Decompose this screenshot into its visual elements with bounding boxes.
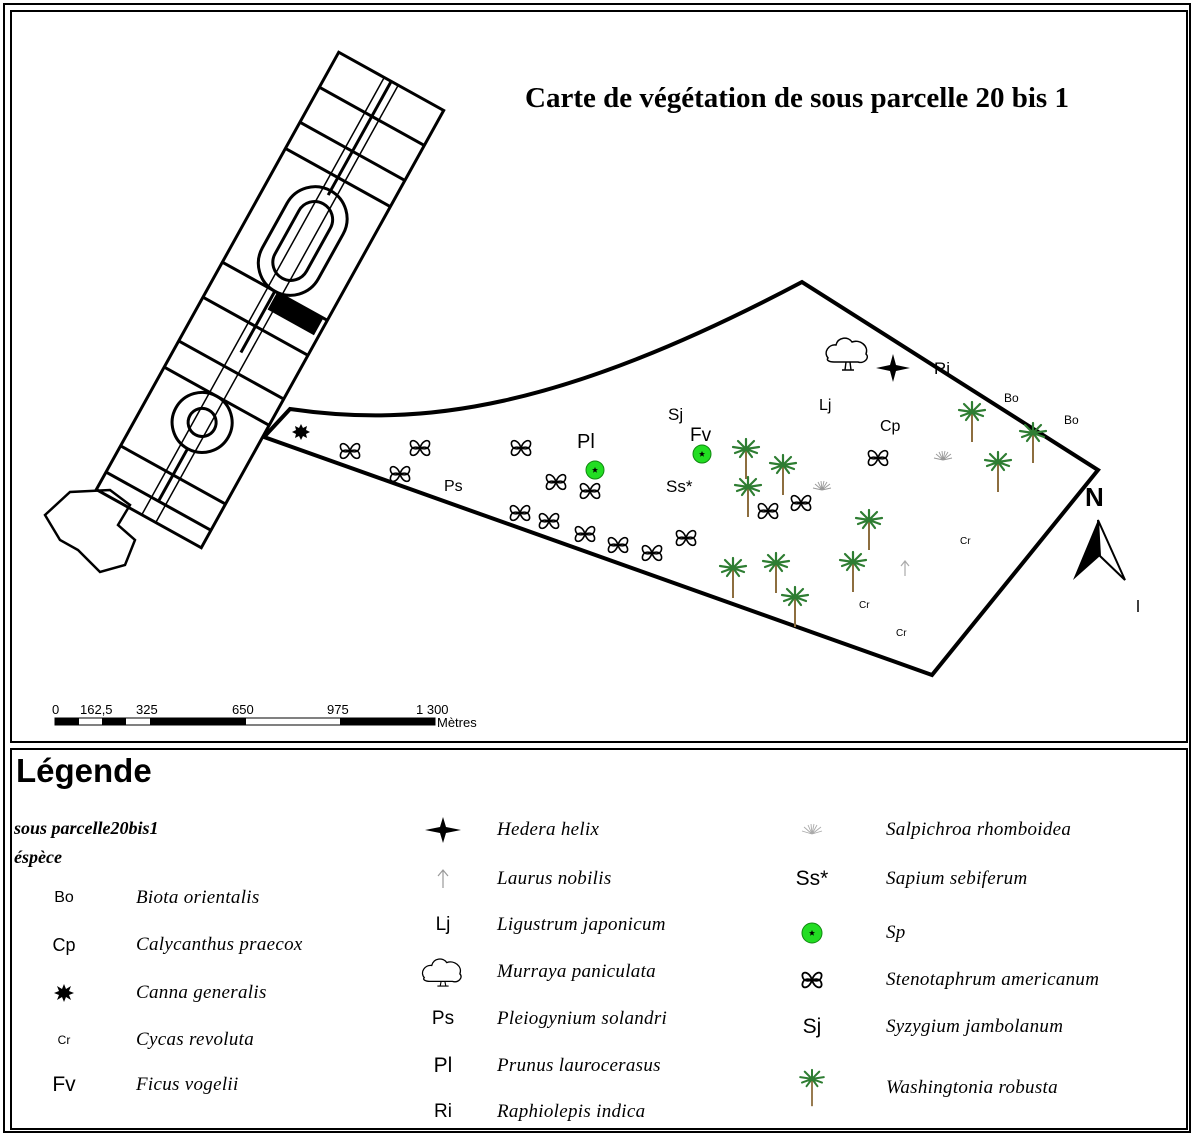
label-lj: Lj	[819, 397, 831, 414]
map-frame	[10, 10, 1188, 743]
scale-tick: 162,5	[80, 702, 113, 717]
garden-entrance	[43, 488, 137, 574]
legend-title: Légende	[16, 752, 152, 789]
scale-tick: 975	[327, 702, 349, 717]
legend-species-name: Salpichroa rhomboidea	[886, 819, 1072, 840]
scale-unit: Mètres	[437, 715, 477, 730]
legend-code: Ri	[434, 1101, 452, 1122]
star-burst-icon	[34, 978, 94, 1008]
legend-frame	[10, 748, 1188, 1130]
parcel-outline	[260, 279, 1101, 678]
legend-code: Fv	[52, 1073, 76, 1096]
legend-code: Sj	[802, 1015, 822, 1038]
legend-species-name: Ficus vogelii	[136, 1074, 239, 1095]
map-title: Carte de végétation de sous parcelle 20 …	[525, 82, 1069, 114]
legend-code: Cr	[57, 1033, 71, 1047]
green-dot-icon	[585, 460, 605, 480]
legend-species-name: Cycas revoluta	[136, 1029, 254, 1050]
legend-species-name: Ligustrum japonicum	[497, 914, 666, 935]
label-ri: Ri	[934, 359, 950, 378]
north-label: N	[1085, 482, 1104, 512]
tree-outline-icon	[825, 337, 869, 371]
legend-code: Bo	[54, 889, 74, 906]
legend-species-name: Calycanthus praecox	[136, 934, 303, 955]
legend-code: Ps	[431, 1008, 455, 1029]
legend-species-name: Murraya paniculata	[497, 961, 656, 982]
legend-layer-name: sous parcelle20bis1	[14, 818, 159, 838]
label-bo: Bo	[1064, 413, 1079, 427]
legend-field-name: éspèce	[14, 847, 62, 867]
roundabout	[170, 390, 234, 454]
four-point-star-icon	[413, 815, 473, 845]
label-ss: Ss*	[666, 477, 693, 496]
scale-tick: 1 300	[416, 702, 449, 717]
scale-tick: 325	[136, 702, 158, 717]
label-cp: Cp	[880, 418, 901, 435]
vegetation-map: N	[43, 50, 1139, 730]
grass-tuft-icon	[782, 815, 842, 845]
legend-species-name: Hedera helix	[497, 819, 600, 840]
thin-arrow-icon	[413, 864, 473, 894]
legend-species-name: Washingtonia robusta	[886, 1077, 1058, 1098]
legend-species-name: Canna generalis	[136, 982, 267, 1003]
legend-species-name: Laurus nobilis	[497, 868, 612, 889]
north-arrow-icon	[1073, 519, 1139, 612]
butterfly-icon	[782, 965, 842, 995]
legend-species-name: Sp	[886, 922, 906, 943]
label-sj: Sj	[668, 405, 683, 424]
legend-code: Lj	[435, 914, 451, 935]
four-point-star-icon	[876, 354, 910, 382]
legend-species-name: Syzygium jambolanum	[886, 1016, 1064, 1037]
label-cr: Cr	[896, 628, 907, 639]
garden-plan	[43, 50, 446, 574]
legend-code: Pl	[433, 1054, 453, 1077]
green-dot-icon	[782, 918, 842, 948]
label-pl: Pl	[577, 431, 595, 453]
legend-species-name: Raphiolepis indica	[497, 1101, 646, 1122]
legend-species-name: Sapium sebiferum	[886, 868, 1028, 889]
outer-frame	[3, 3, 1191, 1133]
legend-species-name: Biota orientalis	[136, 887, 260, 908]
oval-lawn	[256, 185, 349, 297]
thin-arrow-icon	[900, 560, 910, 576]
palm-tree-icon	[782, 1068, 842, 1107]
green-dot-icon	[692, 444, 712, 464]
label-ps: Ps	[444, 478, 463, 495]
scale-tick: 0	[52, 702, 59, 717]
label-cr: Cr	[960, 536, 971, 547]
tree-outline-icon	[413, 957, 473, 987]
label-fv: Fv	[690, 425, 712, 446]
star-burst-icon	[292, 424, 310, 440]
label-bo: Bo	[1004, 391, 1019, 405]
legend-code: Cp	[52, 934, 76, 955]
legend-species-name: Prunus laurocerasus	[497, 1055, 661, 1076]
legend-code: Ss*	[795, 867, 829, 890]
legend-species-name: Pleiogynium solandri	[497, 1008, 668, 1029]
scale-bar: 0 162,5 325 650 975 1 300 Mètres	[52, 702, 477, 730]
label-cr: Cr	[859, 600, 870, 611]
legend-species-name: Stenotaphrum americanum	[886, 969, 1100, 990]
scale-tick: 650	[232, 702, 254, 717]
